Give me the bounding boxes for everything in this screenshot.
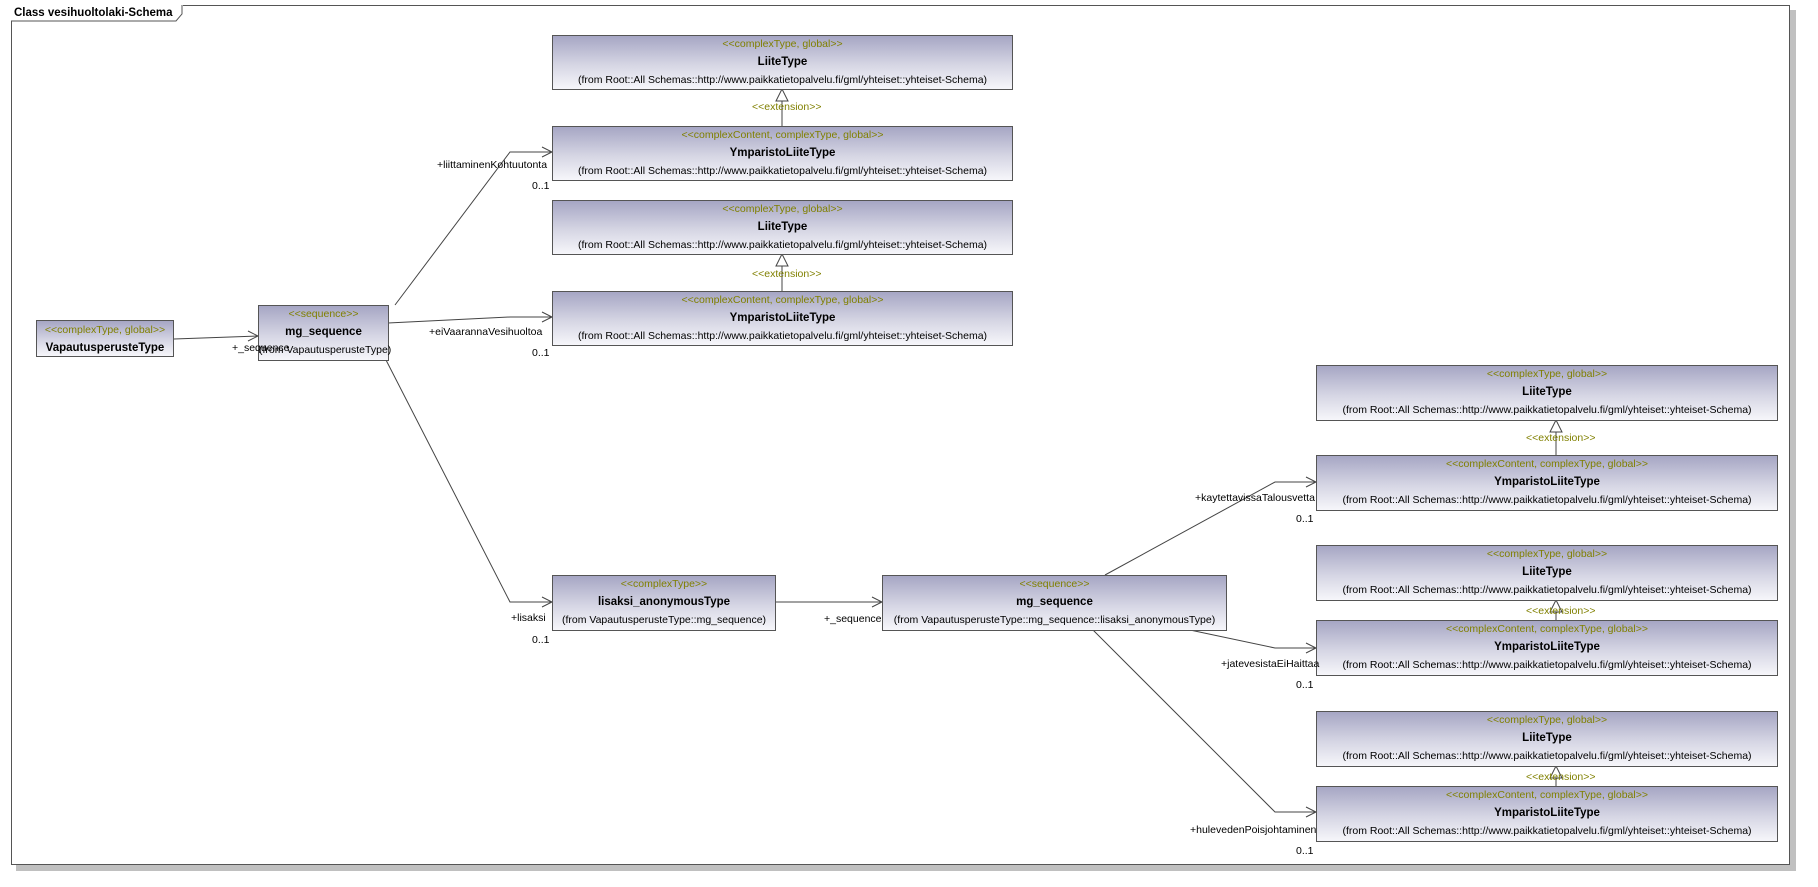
stereotype: <<complexType, global>>: [722, 38, 843, 50]
role-label: +eiVaarannaVesihuoltoa: [429, 326, 543, 338]
class-name: LiiteType: [1522, 386, 1572, 398]
class-liitetype-3[interactable]: <<complexType, global>> LiiteType (from …: [1316, 365, 1778, 421]
class-ymparistoliitetype-4[interactable]: <<complexContent, complexType, global>> …: [1316, 620, 1778, 676]
role-label: +liittaminenKohtuutonta: [437, 159, 548, 171]
class-name: LiiteType: [757, 221, 808, 233]
class-origin: (from VapautusperusteType): [259, 344, 392, 356]
stereotype: <<sequence>>: [288, 308, 359, 320]
class-name: LiiteType: [757, 56, 808, 68]
stereotype: <<complexContent, complexType, global>>: [681, 294, 884, 306]
class-name: LiiteType: [1522, 566, 1572, 578]
class-liitetype-1[interactable]: <<complexType, global>> LiiteType (from …: [552, 35, 1013, 90]
generalization-5[interactable]: [1549, 764, 1563, 787]
class-origin: (from VapautusperusteType::mg_sequence): [561, 614, 767, 626]
class-mg-sequence-1[interactable]: <<sequence>> mg_sequence (from Vapautusp…: [258, 305, 392, 361]
class-ymparistoliitetype-2[interactable]: <<complexContent, complexType, global>> …: [552, 291, 1013, 346]
class-origin: (from Root::All Schemas::http://www.paik…: [1342, 494, 1752, 506]
multiplicity-label: 0..1: [1296, 513, 1314, 525]
assoc-sequence-1[interactable]: [173, 330, 260, 342]
stereotype: <<complexType>>: [620, 578, 708, 590]
class-origin: (from Root::All Schemas::http://www.paik…: [577, 330, 988, 342]
class-name: lisaksi_anonymousType: [597, 596, 731, 608]
generalization-4[interactable]: [1549, 598, 1563, 621]
class-origin: (from Root::All Schemas::http://www.paik…: [1342, 584, 1752, 596]
multiplicity-label: 0..1: [532, 180, 550, 192]
class-ymparistoliitetype-3[interactable]: <<complexContent, complexType, global>> …: [1316, 455, 1778, 511]
stereotype: <<complexType, global>>: [44, 324, 166, 336]
class-liitetype-2[interactable]: <<complexType, global>> LiiteType (from …: [552, 200, 1013, 255]
class-ymparistoliitetype-1[interactable]: <<complexContent, complexType, global>> …: [552, 126, 1013, 181]
frame-title: Class vesihuoltolaki-Schema: [11, 5, 183, 21]
stereotype: <<complexContent, complexType, global>>: [1446, 789, 1648, 801]
assoc-lisaksi[interactable]: [385, 359, 554, 608]
multiplicity-label: 0..1: [1296, 679, 1314, 691]
class-origin: (from Root::All Schemas::http://www.paik…: [577, 165, 988, 177]
class-lisaksi-anonymoustype[interactable]: <<complexType>> lisaksi_anonymousType (f…: [552, 575, 776, 631]
stereotype: <<sequence>>: [1019, 578, 1090, 590]
extension-label: <<extension>>: [1526, 771, 1596, 783]
class-name: VapautusperusteType: [45, 342, 165, 354]
class-origin: (from Root::All Schemas::http://www.paik…: [577, 74, 988, 86]
stereotype: <<complexContent, complexType, global>>: [1446, 623, 1648, 635]
class-name: YmparistoLiiteType: [1494, 641, 1600, 653]
extension-label: <<extension>>: [1526, 432, 1596, 444]
generalization-2[interactable]: [775, 252, 789, 291]
class-liitetype-4[interactable]: <<complexType, global>> LiiteType (from …: [1316, 545, 1778, 601]
multiplicity-label: 0..1: [1296, 845, 1314, 857]
class-name: mg_sequence: [285, 326, 362, 338]
extension-label: <<extension>>: [1526, 605, 1596, 617]
role-label: +lisaksi: [511, 612, 546, 624]
stereotype: <<complexContent, complexType, global>>: [1446, 458, 1648, 470]
multiplicity-label: 0..1: [532, 347, 550, 359]
assoc-eivaaranna[interactable]: [387, 311, 554, 324]
class-name: YmparistoLiiteType: [1494, 807, 1600, 819]
generalization-3[interactable]: [1549, 418, 1563, 455]
class-liitetype-5[interactable]: <<complexType, global>> LiiteType (from …: [1316, 711, 1778, 767]
class-ymparistoliitetype-5[interactable]: <<complexContent, complexType, global>> …: [1316, 786, 1778, 842]
stereotype: <<complexType, global>>: [1486, 368, 1608, 380]
role-label: +hulevedenPoisjohtaminen: [1190, 824, 1317, 836]
class-name: LiiteType: [1522, 732, 1572, 744]
class-origin: (from Root::All Schemas::http://www.paik…: [1342, 825, 1752, 837]
role-label: +kaytettavissaTalousvetta: [1195, 492, 1315, 504]
extension-label: <<extension>>: [752, 101, 822, 113]
class-name: YmparistoLiiteType: [1494, 476, 1600, 488]
class-name: YmparistoLiiteType: [729, 312, 836, 324]
stereotype: <<complexContent, complexType, global>>: [681, 129, 884, 141]
class-origin: (from Root::All Schemas::http://www.paik…: [1342, 659, 1752, 671]
class-vapautusperustetype[interactable]: <<complexType, global>> VapautusperusteT…: [36, 320, 174, 357]
role-label: +_sequence: [232, 342, 290, 354]
class-origin: (from VapautusperusteType::mg_sequence::…: [893, 614, 1216, 626]
class-origin: (from Root::All Schemas::http://www.paik…: [1342, 404, 1752, 416]
extension-label: <<extension>>: [752, 268, 822, 280]
assoc-sequence-2[interactable]: [775, 596, 884, 608]
role-label: +jatevesistaEiHaittaa: [1221, 658, 1320, 670]
class-mg-sequence-2[interactable]: <<sequence>> mg_sequence (from Vapautusp…: [882, 575, 1227, 631]
stereotype: <<complexType, global>>: [1486, 548, 1608, 560]
stereotype: <<complexType, global>>: [722, 203, 843, 215]
class-name: YmparistoLiiteType: [729, 147, 836, 159]
class-origin: (from Root::All Schemas::http://www.paik…: [577, 239, 988, 251]
class-origin: (from Root::All Schemas::http://www.paik…: [1342, 750, 1752, 762]
stereotype: <<complexType, global>>: [1486, 714, 1608, 726]
role-label: +_sequence: [824, 613, 882, 625]
multiplicity-label: 0..1: [532, 634, 550, 646]
class-name: mg_sequence: [1016, 596, 1093, 608]
frame-tab-outline: [11, 5, 183, 22]
generalization-1[interactable]: [775, 87, 789, 126]
assoc-jatevesista[interactable]: [1189, 629, 1318, 654]
